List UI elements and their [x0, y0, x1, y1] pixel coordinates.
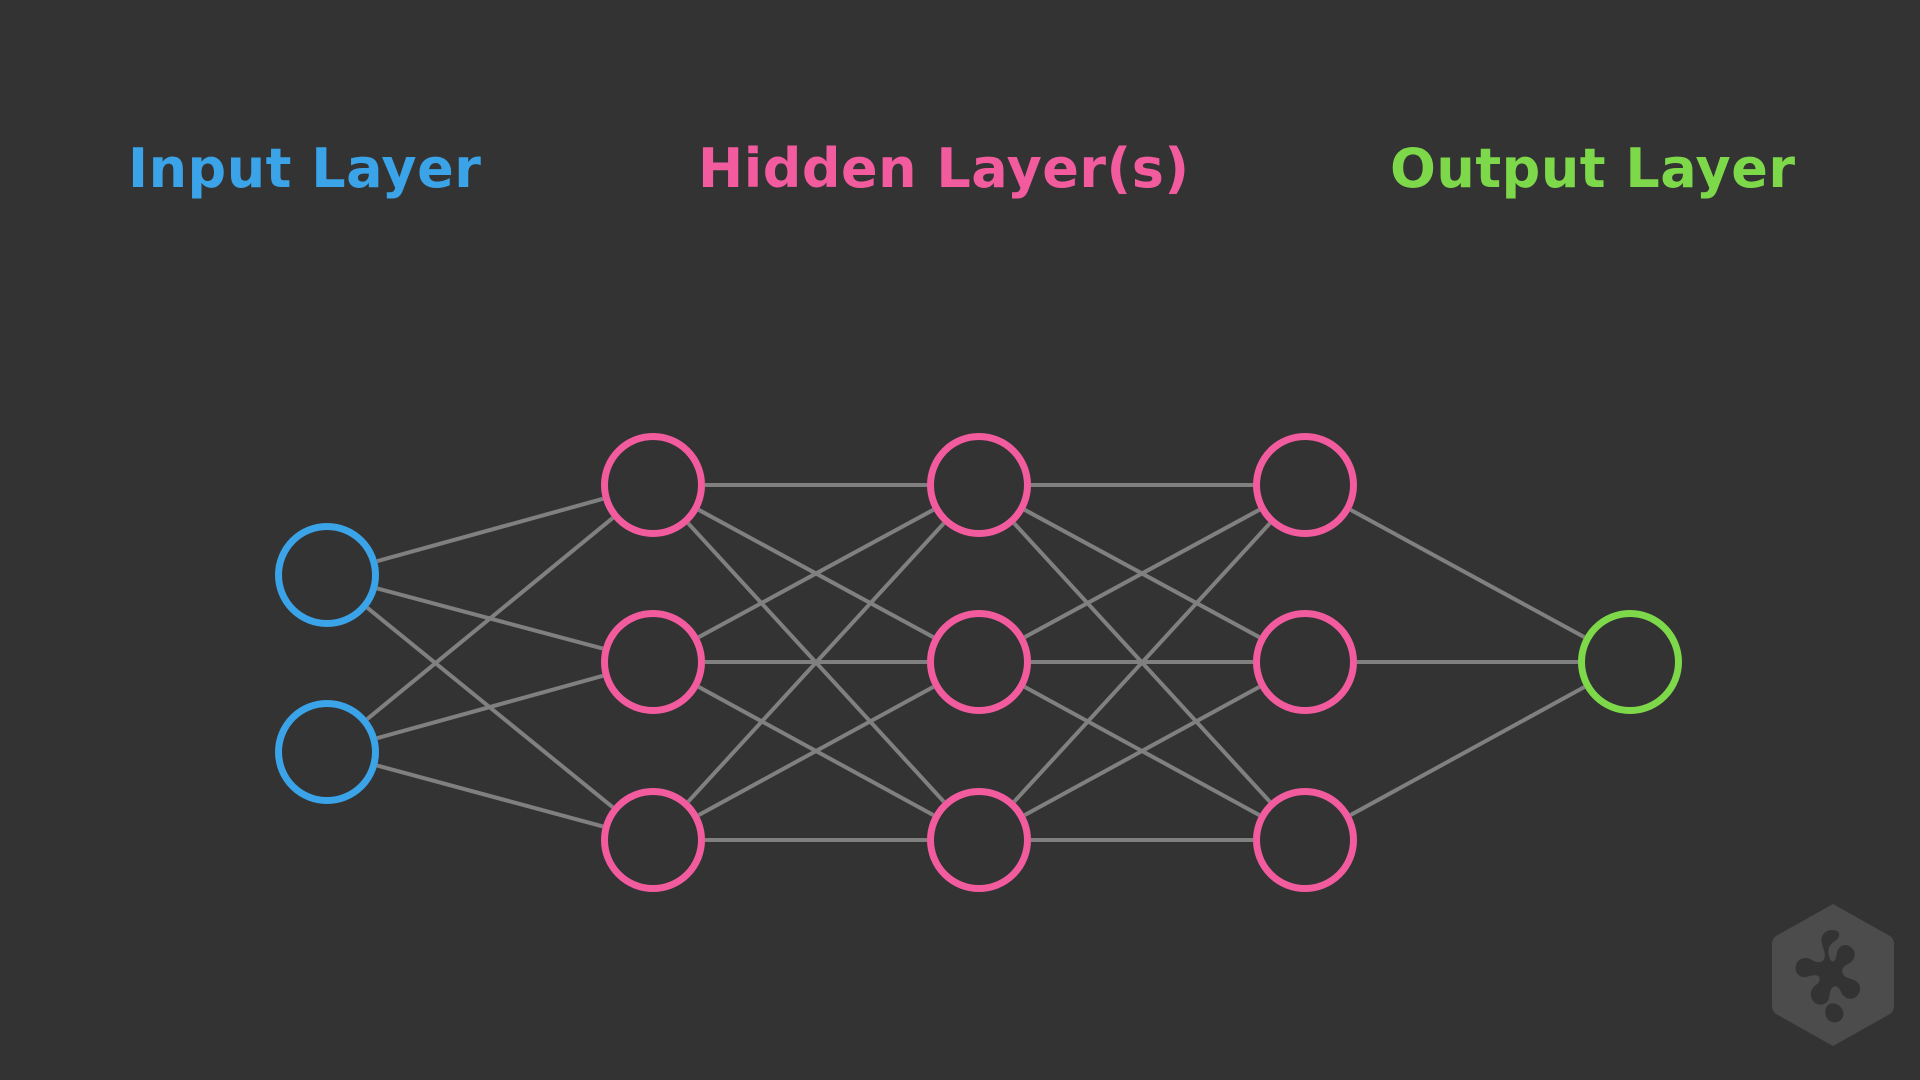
layer-label-input: Input Layer: [128, 137, 482, 200]
network-node-hidden3[interactable]: [1253, 610, 1357, 714]
network-node-hidden1[interactable]: [601, 610, 705, 714]
layer-label-output: Output Layer: [1390, 137, 1796, 200]
network-node-hidden2[interactable]: [927, 610, 1031, 714]
network-edge: [376, 763, 604, 829]
network-edge: [1023, 508, 1261, 639]
network-node-hidden1[interactable]: [601, 788, 705, 892]
network-edge: [1012, 521, 1272, 804]
network-node-input[interactable]: [275, 523, 379, 627]
layer-label-hidden: Hidden Layer(s): [698, 137, 1190, 200]
network-edge: [697, 685, 935, 817]
network-node-input[interactable]: [275, 700, 379, 804]
network-edge: [697, 508, 935, 639]
network-edge: [686, 521, 946, 804]
edges-group: [365, 483, 1586, 842]
network-node-hidden3[interactable]: [1253, 788, 1357, 892]
network-edge: [365, 516, 615, 721]
network-node-hidden3[interactable]: [1253, 433, 1357, 537]
network-edge: [1023, 685, 1261, 817]
network-edge: [376, 673, 604, 741]
hexagon-neuron-logo-icon: [1772, 904, 1894, 1046]
nodes-group: [275, 433, 1682, 892]
network-node-hidden2[interactable]: [927, 788, 1031, 892]
network-edge: [1349, 508, 1586, 639]
network-node-hidden2[interactable]: [927, 433, 1031, 537]
network-node-output[interactable]: [1578, 610, 1682, 714]
network-node-hidden1[interactable]: [601, 433, 705, 537]
network-edge: [376, 496, 604, 564]
network-edge: [1349, 685, 1586, 817]
